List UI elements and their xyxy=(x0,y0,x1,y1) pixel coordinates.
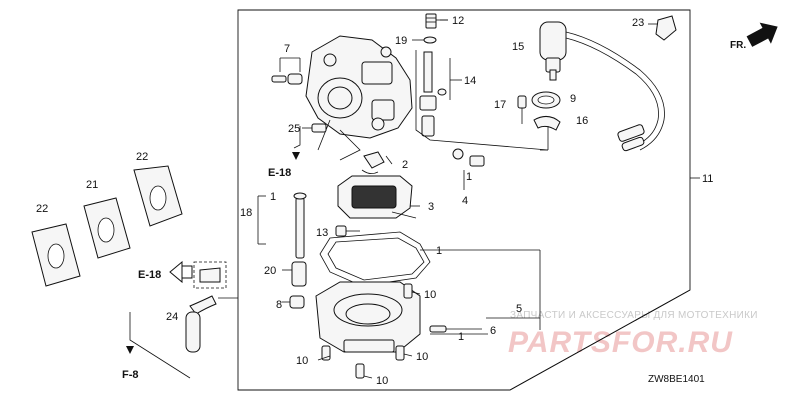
callout-1-upper: 1 xyxy=(466,171,472,183)
callout-1-drain: 1 xyxy=(458,331,464,343)
frame-diagonal xyxy=(509,289,691,391)
callout-5: 5 xyxy=(516,303,522,315)
callout-22-upper: 22 xyxy=(136,151,148,163)
part-24-hose xyxy=(185,295,238,353)
callout-24: 24 xyxy=(166,311,178,323)
part-17-screw xyxy=(517,95,527,124)
grommet xyxy=(199,267,221,283)
part-12-jet xyxy=(425,13,448,29)
callout-4: 4 xyxy=(462,195,468,207)
callout-1-left: 1 xyxy=(270,191,276,203)
callout-1-gasket: 1 xyxy=(436,245,442,257)
callout-3: 3 xyxy=(428,201,434,213)
part-20-jet xyxy=(282,261,307,287)
part-21-gasket xyxy=(83,197,131,259)
leader-e18-upper xyxy=(293,126,301,149)
callout-2: 2 xyxy=(402,159,408,171)
part-14-needle-stack xyxy=(415,50,549,151)
part-23-clip xyxy=(648,15,677,41)
callout-10-a: 10 xyxy=(424,289,436,301)
carburetor-body xyxy=(305,35,413,161)
part-15-solenoid xyxy=(539,21,665,152)
callout-8: 8 xyxy=(276,299,282,311)
watermark-top-text: ЗАПЧАСТИ И АКСЕССУАРЫ ДЛЯ МОТОТЕХНИКИ xyxy=(510,310,758,321)
part-2-needle-valve xyxy=(361,151,385,174)
part-19-ring xyxy=(412,36,437,44)
callout-12: 12 xyxy=(452,15,464,27)
callout-14: 14 xyxy=(464,75,476,87)
part-1-gasket xyxy=(319,231,431,287)
part-4-screw xyxy=(452,148,485,190)
callout-10-c: 10 xyxy=(416,351,428,363)
callout-11: 11 xyxy=(702,173,713,185)
callout-25: 25 xyxy=(288,123,300,135)
part-18-pin-stack xyxy=(257,192,307,259)
callout-17: 17 xyxy=(494,99,506,111)
part-8-plug xyxy=(282,295,305,309)
callout-7: 7 xyxy=(284,43,290,55)
part-5-float-chamber xyxy=(315,281,421,353)
ref-f8-arrow xyxy=(126,346,134,354)
callout-21: 21 xyxy=(86,179,98,191)
ref-e18-upper: E-18 xyxy=(268,167,291,179)
callout-10-b: 10 xyxy=(296,355,308,367)
part-9-o-ring-inner xyxy=(537,95,555,105)
leader-f8 xyxy=(129,312,191,379)
ref-e18-upper-arrow xyxy=(292,152,300,160)
figure-code: ZW8BE1401 xyxy=(648,374,705,385)
callout-9: 9 xyxy=(570,93,576,105)
part-25-bolt xyxy=(302,123,327,133)
callout-23: 23 xyxy=(632,17,644,29)
part-22-gasket-lower xyxy=(31,223,81,287)
part-6-drain-screw xyxy=(429,325,482,333)
callout-18: 18 xyxy=(240,207,252,219)
callout-19: 19 xyxy=(395,35,407,47)
ref-f8: F-8 xyxy=(122,369,139,381)
callout-10-d: 10 xyxy=(376,375,388,387)
ref-e18-lower: E-18 xyxy=(138,269,161,281)
leader-lines xyxy=(385,19,700,335)
callout-13: 13 xyxy=(316,227,328,239)
see-also-arrow-icon xyxy=(169,260,193,284)
part-13-screw xyxy=(335,225,360,237)
callout-20: 20 xyxy=(264,265,276,277)
callout-22-lower: 22 xyxy=(36,203,48,215)
front-arrow-icon xyxy=(746,22,778,47)
callout-16: 16 xyxy=(576,115,588,127)
part-10-screws xyxy=(317,283,421,379)
part-22-gasket-upper xyxy=(133,165,183,227)
part-3-float xyxy=(337,175,417,219)
callout-labels: 12 19 7 14 25 2 1 4 3 18 1 13 1 20 8 10 … xyxy=(36,15,713,387)
watermark-brand: PARTSFOR.RU xyxy=(508,326,733,359)
part-7-screw-spring xyxy=(271,57,303,85)
grommet-box xyxy=(193,261,227,289)
part-16-clamp xyxy=(533,116,561,131)
callout-15: 15 xyxy=(512,41,524,53)
callout-6: 6 xyxy=(490,325,496,337)
front-label: FR. xyxy=(730,40,746,51)
